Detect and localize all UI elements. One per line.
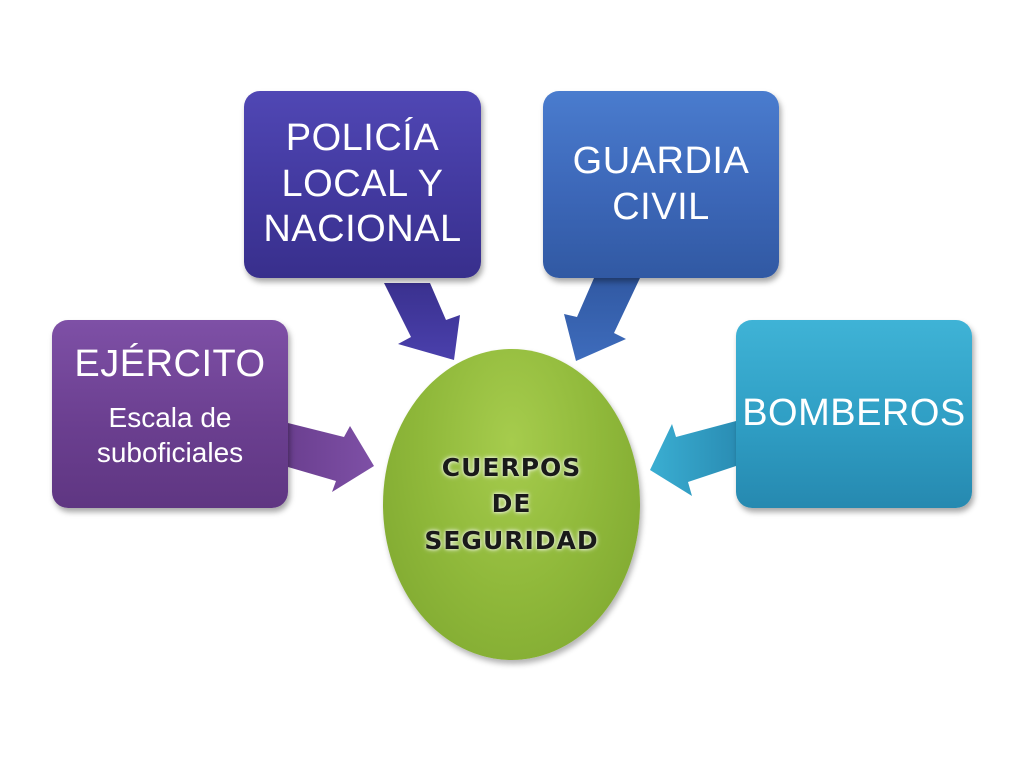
node-bomberos-title: BOMBEROS (742, 392, 966, 435)
node-guardia-civil-title: GUARDIA CIVIL (572, 139, 750, 228)
node-policia-title: POLICÍA LOCAL Y NACIONAL (263, 117, 462, 251)
arrow-guardia (564, 278, 640, 361)
arrow-ejercito (288, 423, 374, 492)
node-guardia-civil: GUARDIA CIVIL (543, 91, 779, 278)
center-node-label: CUERPOS DE SEGURIDAD (424, 453, 599, 555)
node-ejercito-subtitle: Escala de suboficiales (96, 401, 244, 468)
node-ejercito: EJÉRCITO Escala de suboficiales (52, 320, 288, 508)
node-ejercito-title: EJÉRCITO (74, 343, 266, 385)
node-bomberos: BOMBEROS (736, 320, 972, 508)
arrow-policia (384, 283, 460, 360)
node-policia: POLICÍA LOCAL Y NACIONAL (244, 91, 481, 278)
center-node-cuerpos-de-seguridad: CUERPOS DE SEGURIDAD (383, 349, 640, 660)
arrow-bomberos (650, 421, 736, 496)
